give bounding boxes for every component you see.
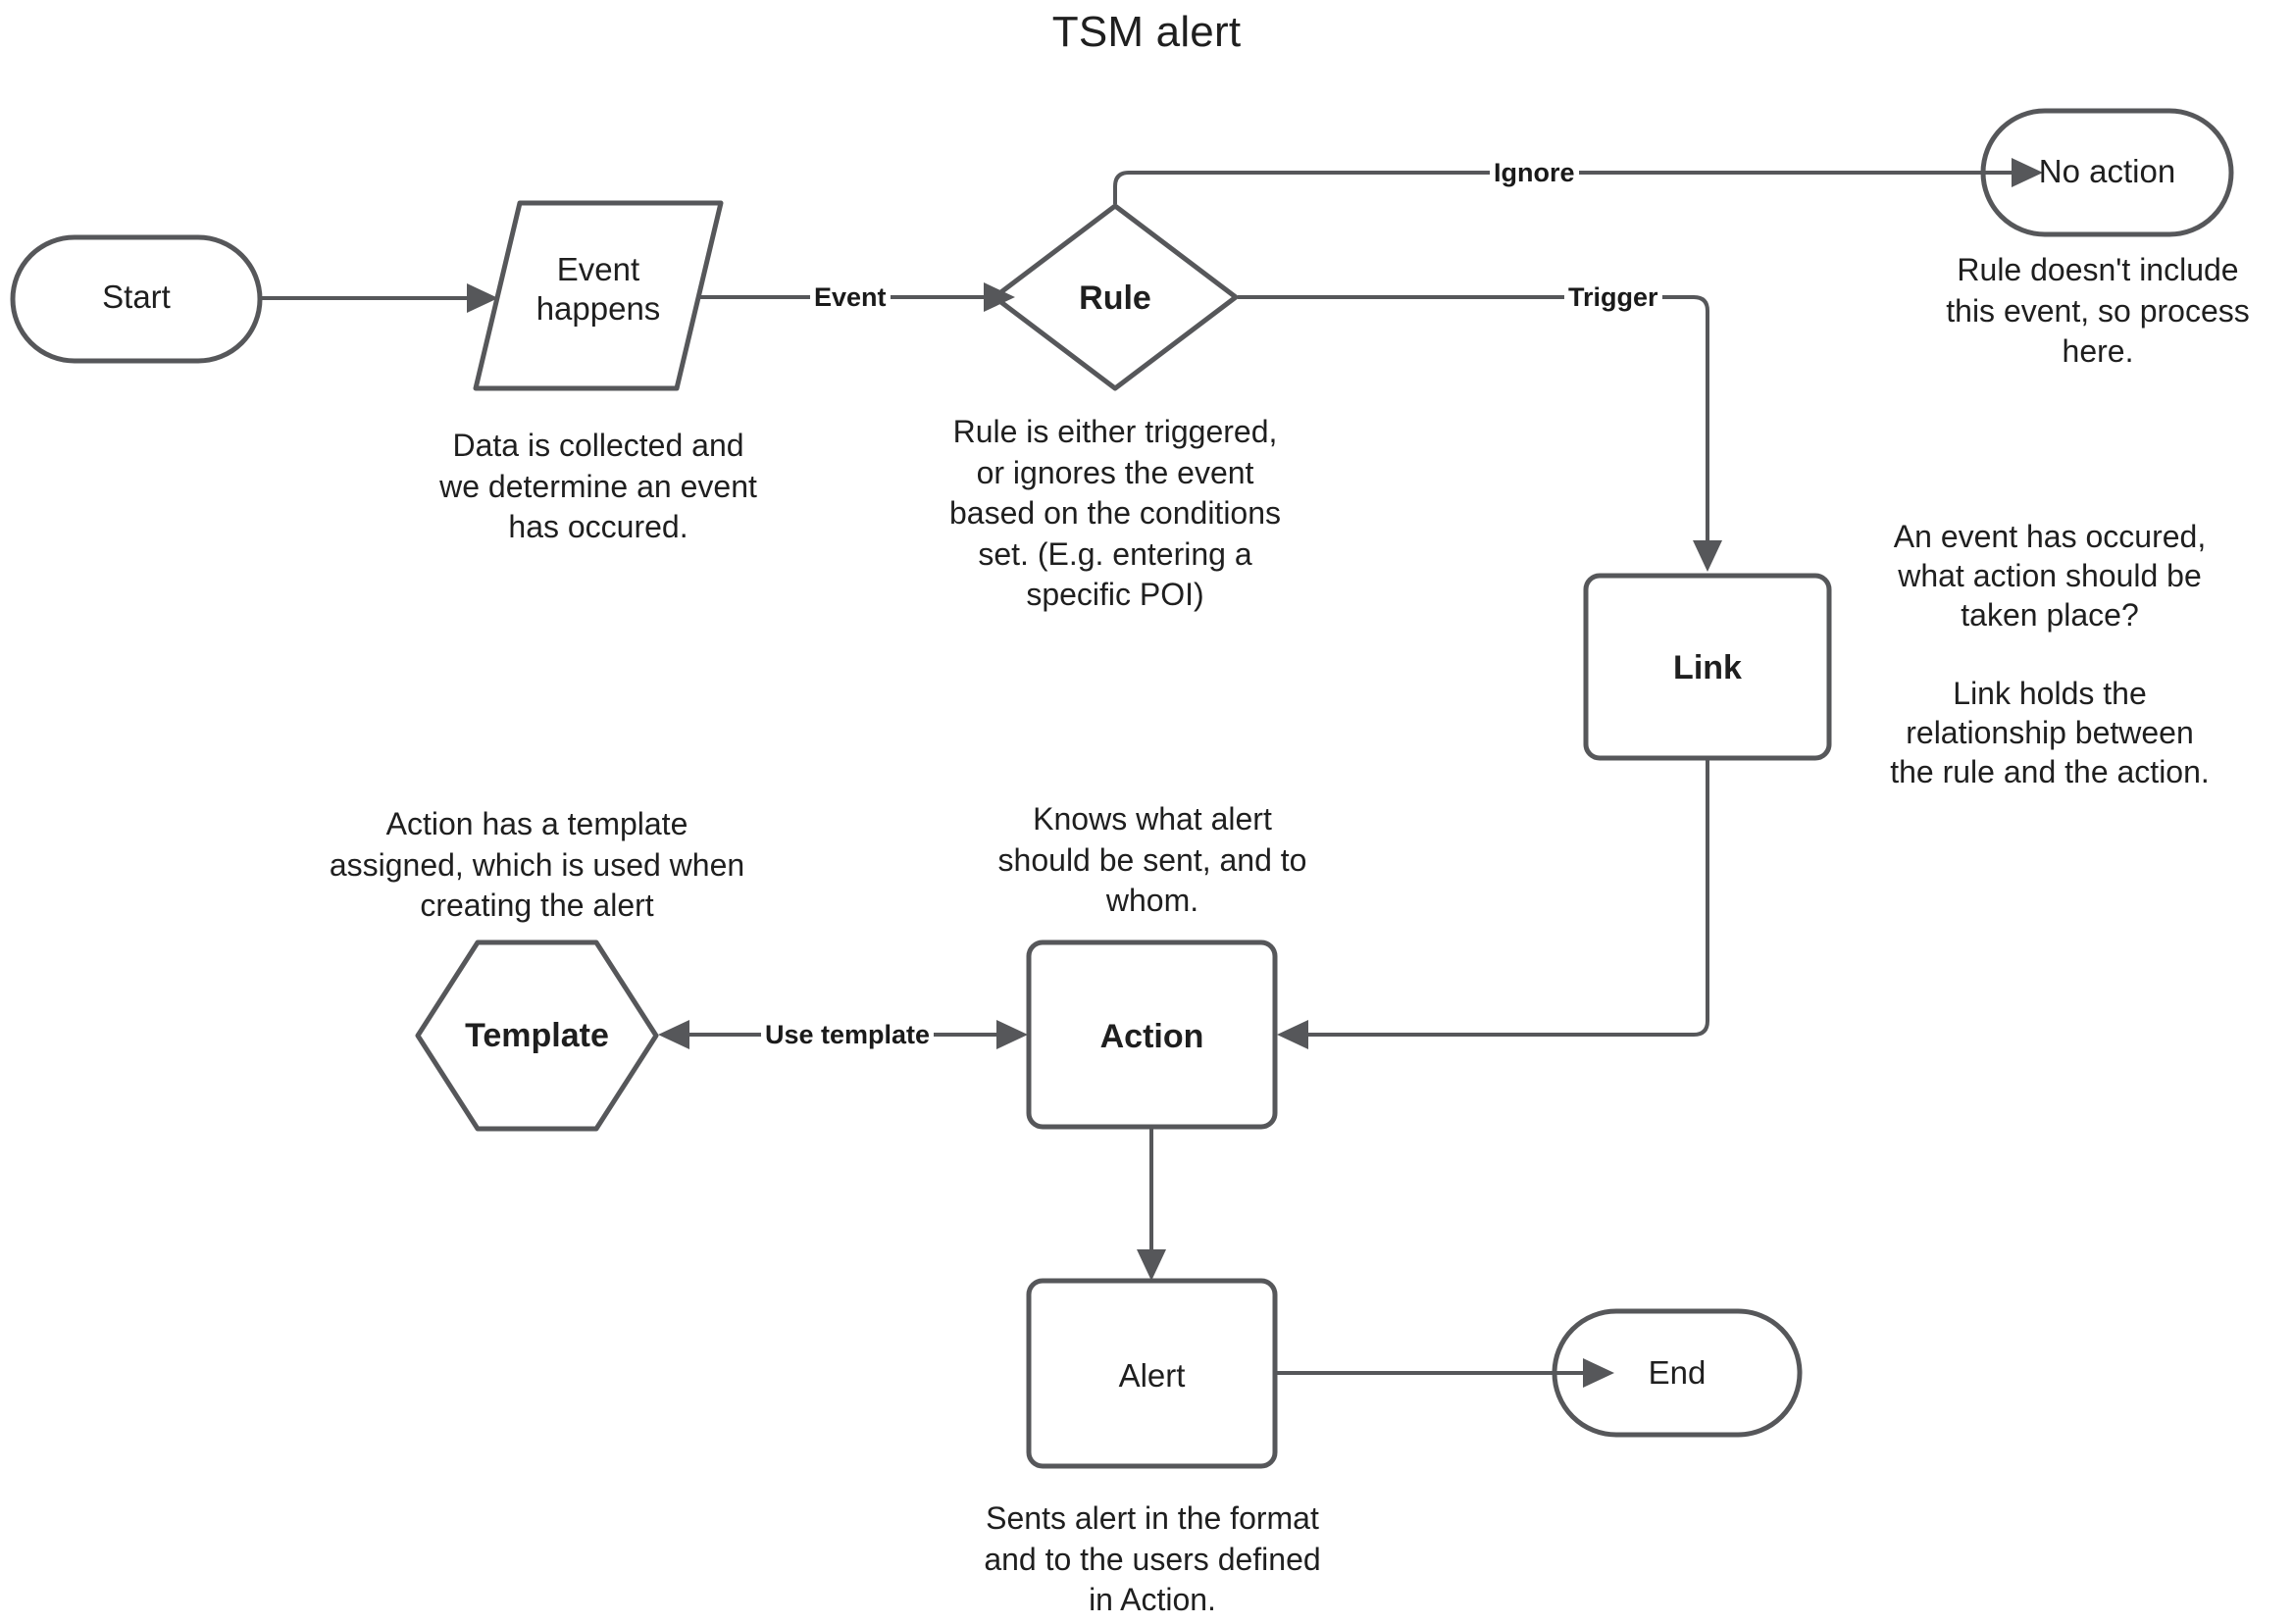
shape-event-happens[interactable]	[473, 200, 724, 391]
arrowhead-start-to-event	[467, 283, 498, 313]
note-link: An event has occured, what action should…	[1890, 519, 2210, 789]
edge-label-event: Event	[810, 284, 891, 311]
page-title: TSM alert	[1051, 8, 1242, 56]
shape-no-action[interactable]	[1980, 108, 2234, 237]
edge-rule-to-no-action	[1113, 171, 2023, 204]
shape-link[interactable]	[1583, 573, 1832, 761]
edge-label-use-template: Use template	[761, 1022, 935, 1048]
arrowhead-rule-to-link	[1693, 540, 1722, 572]
note-event-happens: Data is collected and we determine an ev…	[439, 428, 757, 545]
shape-action[interactable]	[1026, 939, 1278, 1130]
note-no-action: Rule doesn't include this event, so proc…	[1946, 252, 2250, 370]
shape-rule[interactable]	[992, 203, 1239, 391]
edge-link-to-action	[1297, 759, 1709, 1037]
edge-label-trigger: Trigger	[1564, 284, 1662, 311]
note-template: Action has a template assigned, which is…	[329, 806, 745, 924]
arrowhead-alert-to-end	[1583, 1358, 1614, 1388]
shape-template[interactable]	[415, 939, 659, 1132]
arrowhead-action-right	[996, 1020, 1028, 1049]
arrowhead-link-to-action	[1277, 1020, 1308, 1049]
note-alert: Sents alert in the format and to the use…	[984, 1500, 1321, 1618]
note-action: Knows what alert should be sent, and to …	[997, 801, 1307, 919]
edge-label-ignore: Ignore	[1490, 160, 1579, 186]
note-rule: Rule is either triggered, or ignores the…	[948, 414, 1282, 613]
edge-rule-to-link	[1238, 295, 1709, 552]
shape-alert[interactable]	[1026, 1278, 1278, 1469]
arrowhead-event-to-rule	[984, 282, 1015, 312]
shape-end[interactable]	[1552, 1308, 1803, 1438]
arrowhead-action-to-alert	[1137, 1249, 1166, 1281]
arrowhead-template-left	[658, 1020, 689, 1049]
shape-start[interactable]	[10, 234, 263, 364]
arrowhead-rule-to-no-action	[2012, 158, 2043, 187]
